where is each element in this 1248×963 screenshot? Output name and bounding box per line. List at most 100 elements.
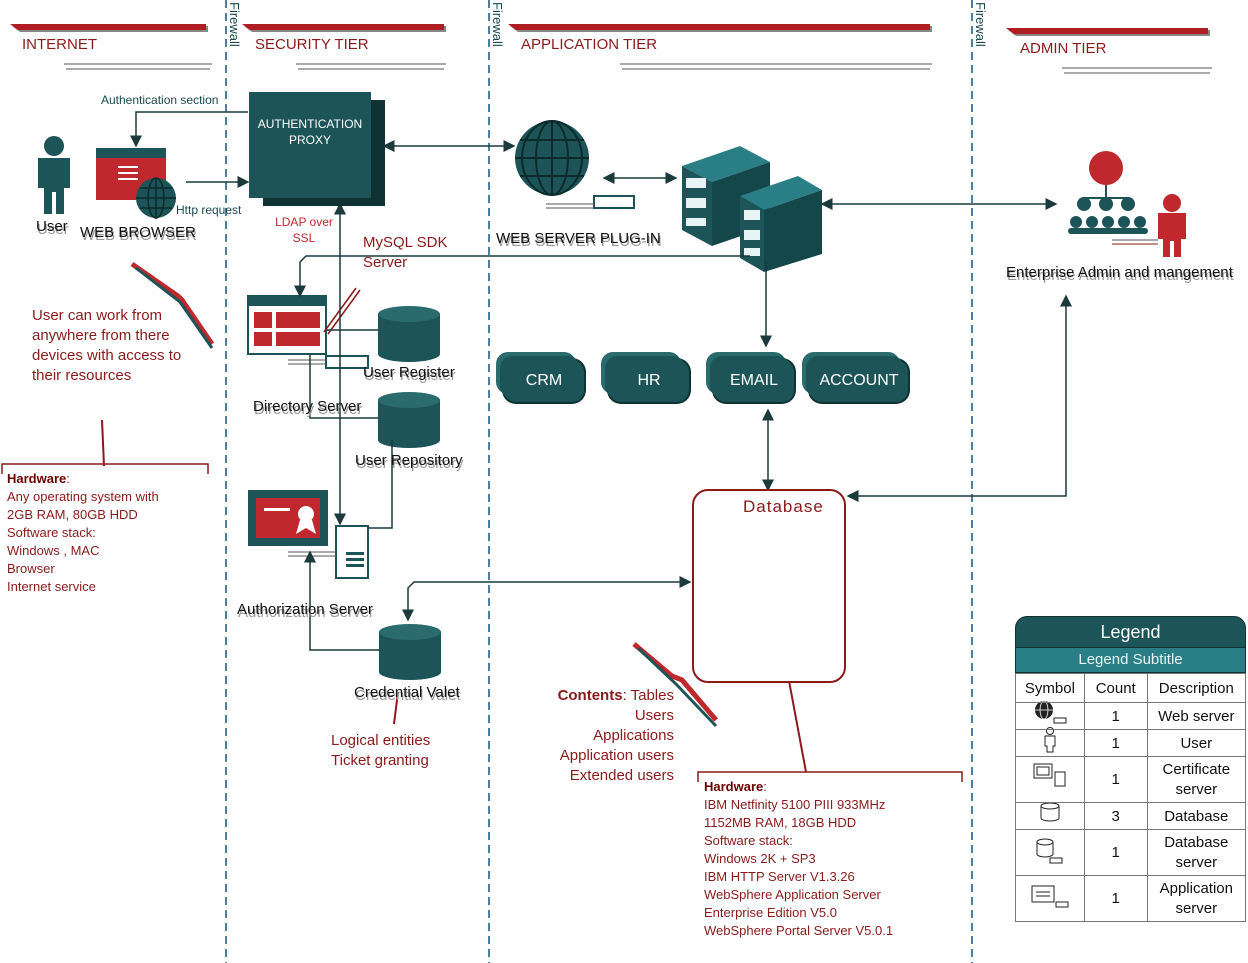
tier-title-application: APPLICATION TIER [521,36,658,53]
legend-header-description: Description [1146,673,1247,703]
legend-header-symbol: Symbol [1015,673,1085,703]
legend-subtitle: Legend Subtitle [1015,648,1246,673]
firewall-label-3: Firewall [973,2,988,47]
enterprise-admin-icon [1068,151,1186,257]
hardware-client-line-1: 2GB RAM, 80GB HDD [7,507,138,522]
authorization-server-icon [248,490,369,579]
hardware-client-title: Hardware [7,471,67,486]
hardware-server-note: Hardware: IBM Netfinity 5100 PIII 933MHz… [704,778,944,940]
tier-title-security: SECURITY TIER [255,36,369,53]
ldap-label-line2: SSL [292,231,316,245]
contents-note: Contents: Tables Users Applications Appl… [540,686,674,786]
web-browser-label: WEB BROWSER [80,224,196,241]
user-repository-db-icon [378,392,440,448]
hardware-server-line-6: Enterprise Edition V5.0 [704,905,837,920]
enterprise-admin-label: Enterprise Admin and mangement [1006,264,1233,281]
legend-header-count: Count [1083,673,1148,703]
directory-server-label: Directory Server [253,398,362,415]
hardware-server-line-2: Software stack: [704,833,793,848]
legend-symbol-cell [1015,875,1085,922]
app-module-email[interactable]: EMAIL [714,360,794,402]
authorization-server-label: Authorization Server [237,601,373,618]
legend-description: User [1146,729,1247,757]
legend-row: 1 Application server [1015,875,1247,922]
legend-table: Symbol Count Description 1 Web server 1 … [1015,673,1247,922]
hardware-client-line-0: Any operating system with [7,489,159,504]
legend-count: 1 [1083,702,1148,730]
app-module-crm[interactable]: CRM [504,360,584,402]
credential-valet-db-icon [379,624,441,680]
auth-proxy-line1: AUTHENTICATION [257,117,363,131]
contents-line-1: Users [634,707,674,724]
hardware-server-line-1: 1152MB RAM, 18GB HDD [704,815,857,830]
app-module-account[interactable]: ACCOUNT [810,360,908,402]
web-browser-icon [96,148,176,219]
directory-server-icon [247,295,369,369]
user-note: User can work from anywhere from there d… [32,307,182,384]
web-server-plugin-label: WEB SERVER PLUG-IN [496,230,661,247]
logical-entities-line2: Ticket granting [331,752,429,769]
application-header-bar [508,24,932,70]
authentication-section-label: Authentication section [101,93,219,107]
legend-count: 1 [1083,829,1148,876]
auth-proxy-line2: PROXY [288,133,331,147]
hardware-server-line-0: IBM Netfinity 5100 PIII 933MHz [704,797,886,812]
edge-authz-valet [304,550,380,651]
authentication-proxy-node[interactable]: AUTHENTICATION PROXY [249,92,371,198]
rack-server-icon [682,146,822,272]
user-label: User [36,218,68,235]
credential-valet-label: Credential Valet [354,684,460,701]
hardware-server-line-3: Windows 2K + SP3 [704,851,816,866]
contents-line-4: Extended users [569,767,674,784]
user-register-label: User Register [363,364,455,381]
logical-entities-note: Logical entities Ticket granting [331,731,430,771]
hardware-server-line-4: IBM HTTP Server V1.3.26 [704,869,855,884]
legend-symbol-cell [1015,802,1085,830]
legend-row: 1 Database server [1015,829,1247,876]
http-request-label: Http request [176,203,242,217]
edge-dir-repository [309,354,378,419]
ldap-label-line1: LDAP over [275,215,333,229]
legend-description: Certificate server [1146,756,1247,803]
edge-auth-section [130,111,248,148]
tier-title-internet: INTERNET [22,36,97,53]
edge-mysql [294,255,750,298]
logical-entities-line1: Logical entities [331,732,431,749]
hardware-client-line-2: Software stack: [7,525,96,540]
admin-header-bar [1006,28,1212,74]
ldap-label: LDAP over SSL [273,214,335,246]
legend-description: Database [1146,802,1247,830]
hardware-client-line-3: Windows , MAC [7,543,100,558]
legend-symbol-cell [1015,702,1085,730]
legend-description: Database server [1146,829,1247,876]
legend-header-row: Symbol Count Description [1015,673,1247,703]
legend: Legend Legend Subtitle Symbol Count Desc… [1015,616,1247,922]
web-server-plugin-icon [515,120,635,209]
firewall-label-2: Firewall [490,2,505,47]
legend-count: 1 [1083,756,1148,803]
legend-count: 3 [1083,802,1148,830]
callout-strokes [101,261,807,773]
legend-description: Web server [1146,702,1247,730]
hardware-brackets [1,463,963,782]
edge-valet-db [402,576,692,622]
legend-row: 1 User [1015,729,1247,757]
contents-first-line: Contents: Tables [540,686,674,706]
legend-symbol-cell [1015,756,1085,803]
hardware-client-line-5: Internet service [7,579,96,594]
contents-line-2: Applications [593,727,674,744]
legend-symbol-cell [1015,729,1085,757]
edge-db-admin [846,294,1072,502]
database-container[interactable] [692,489,846,683]
legend-row: 1 Certificate server [1015,756,1247,803]
legend-count: 1 [1083,729,1148,757]
edge-repo-authz [368,440,393,529]
hardware-server-line-7: WebSphere Portal Server V5.0.1 [704,923,894,938]
mysql-label-line1: MySQL SDK [363,234,448,251]
user-repository-label: User Repository [355,452,463,469]
security-header-bar [242,24,446,70]
app-module-hr[interactable]: HR [609,360,689,402]
hardware-client-note: Hardware: Any operating system with 2GB … [7,470,207,596]
